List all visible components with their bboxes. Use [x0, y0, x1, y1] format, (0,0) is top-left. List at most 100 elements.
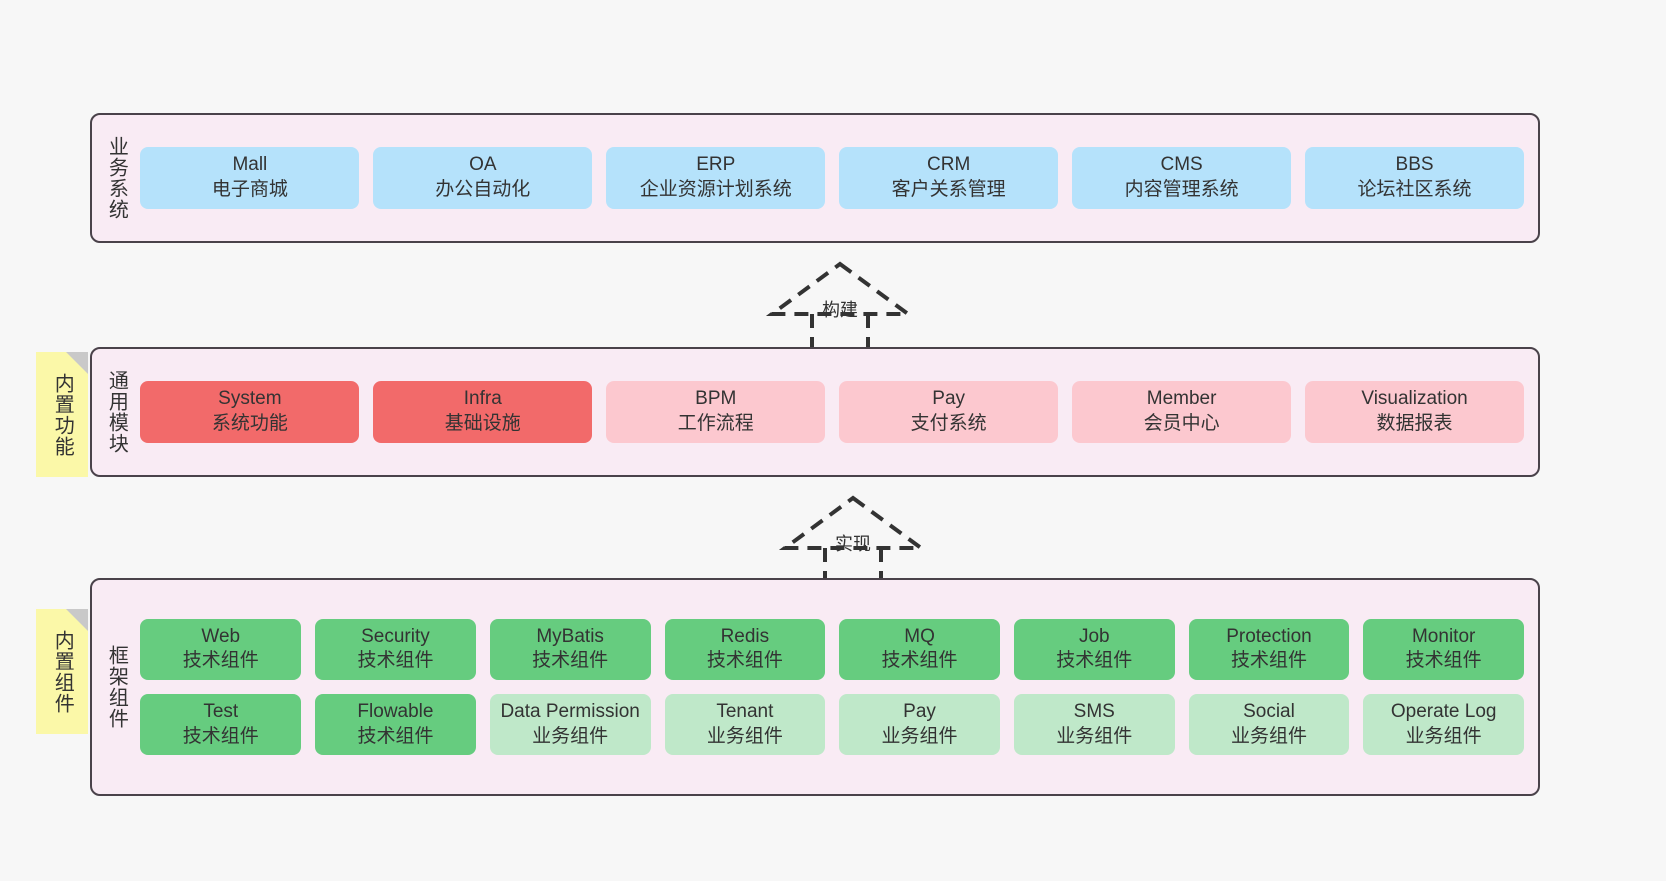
layer-business-systems: 业务系统 Mall 电子商城 OA 办公自动化 ERP 企业资源计划系统 CRM… [90, 113, 1540, 243]
node-title: Social [1243, 701, 1295, 722]
node-subtitle: 技术组件 [1405, 650, 1482, 672]
node-subtitle: 基础设施 [444, 413, 521, 434]
connector-implement-label: 实现 [835, 534, 871, 554]
node-title: BBS [1395, 154, 1434, 176]
node-subtitle: 业务组件 [532, 725, 609, 747]
node-row-technical: Web 技术组件 Security 技术组件 MyBatis 技术组件 Redi… [140, 618, 1525, 680]
node-subtitle: 数据报表 [1376, 413, 1453, 434]
node-title: Redis [720, 625, 770, 647]
node-subtitle: 技术组件 [357, 650, 434, 672]
node-title: Mall [232, 154, 268, 176]
node-row-business: Test 技术组件 Flowable 技术组件 Data Permission … [140, 694, 1525, 756]
node-title: SMS [1073, 701, 1115, 722]
sticky-note-text: 内置功能 [51, 372, 74, 457]
node-oa[interactable]: OA 办公自动化 [373, 147, 593, 209]
node-pay-component[interactable]: Pay 业务组件 [839, 694, 1000, 756]
layer-general-modules-body: System 系统功能 Infra 基础设施 BPM 工作流程 Pay 支付系统… [136, 381, 1538, 443]
node-subtitle: 内容管理系统 [1124, 179, 1239, 200]
node-subtitle: 技术组件 [532, 650, 609, 672]
node-redis[interactable]: Redis 技术组件 [664, 618, 826, 680]
node-bpm[interactable]: BPM 工作流程 [606, 381, 826, 443]
node-pay-module[interactable]: Pay 支付系统 [839, 381, 1059, 443]
node-subtitle: 办公自动化 [435, 179, 531, 200]
node-title: MyBatis [536, 625, 604, 647]
connector-build-label: 构建 [822, 300, 858, 320]
node-crm[interactable]: CRM 客户关系管理 [839, 147, 1059, 209]
node-title: Pay [932, 388, 966, 410]
node-title: MQ [904, 625, 935, 647]
node-security[interactable]: Security 技术组件 [315, 618, 476, 680]
node-subtitle: 技术组件 [182, 650, 259, 672]
layer-business-systems-label: 业务系统 [105, 136, 128, 220]
node-title: Pay [903, 701, 936, 722]
node-subtitle: 业务组件 [706, 725, 783, 747]
node-visualization[interactable]: Visualization 数据报表 [1305, 381, 1525, 443]
node-system[interactable]: System 系统功能 [140, 381, 360, 443]
node-erp[interactable]: ERP 企业资源计划系统 [606, 147, 826, 209]
node-subtitle: 会员中心 [1143, 413, 1220, 434]
node-title: Member [1146, 388, 1217, 410]
node-social[interactable]: Social 业务组件 [1188, 694, 1350, 756]
node-operate-log[interactable]: Operate Log 业务组件 [1363, 694, 1525, 756]
node-title: Security [361, 625, 430, 647]
sticky-note-text: 内置组件 [51, 629, 74, 714]
node-title: Flowable [357, 701, 434, 722]
node-subtitle: 支付系统 [910, 413, 987, 434]
node-subtitle: 企业资源计划系统 [639, 179, 792, 200]
node-monitor[interactable]: Monitor 技术组件 [1363, 618, 1525, 680]
node-title: ERP [696, 154, 736, 176]
node-web[interactable]: Web 技术组件 [140, 618, 302, 680]
node-subtitle: 技术组件 [182, 725, 259, 747]
node-job[interactable]: Job 技术组件 [1013, 618, 1175, 680]
node-subtitle: 论坛社区系统 [1357, 179, 1472, 200]
connector-build: 构建 [760, 258, 920, 354]
node-mall[interactable]: Mall 电子商城 [140, 147, 360, 209]
sticky-note-builtin-functions: 内置功能 [36, 352, 88, 477]
node-title: BPM [695, 388, 737, 410]
node-title: Protection [1226, 625, 1312, 647]
node-data-permission[interactable]: Data Permission 业务组件 [489, 694, 651, 756]
node-tenant[interactable]: Tenant 业务组件 [664, 694, 826, 756]
node-title: Monitor [1411, 625, 1476, 647]
node-mybatis[interactable]: MyBatis 技术组件 [489, 618, 651, 680]
node-infra[interactable]: Infra 基础设施 [373, 381, 593, 443]
layer-general-modules-label: 通用模块 [105, 370, 128, 454]
node-title: CRM [927, 154, 971, 176]
node-bbs[interactable]: BBS 论坛社区系统 [1305, 147, 1525, 209]
node-member[interactable]: Member 会员中心 [1072, 381, 1292, 443]
node-title: Job [1078, 625, 1110, 647]
node-subtitle: 业务组件 [1230, 725, 1307, 747]
node-title: OA [469, 154, 497, 176]
node-subtitle: 技术组件 [1056, 650, 1133, 672]
node-subtitle: 技术组件 [357, 725, 434, 747]
node-sms[interactable]: SMS 业务组件 [1013, 694, 1175, 756]
node-subtitle: 业务组件 [1405, 725, 1482, 747]
node-mq[interactable]: MQ 技术组件 [839, 618, 1000, 680]
node-subtitle: 技术组件 [706, 650, 783, 672]
node-title: Operate Log [1390, 701, 1497, 722]
node-subtitle: 业务组件 [1056, 725, 1133, 747]
layer-framework-components: 框架组件 Web 技术组件 Security 技术组件 MyBatis 技术组件… [90, 578, 1540, 796]
node-subtitle: 电子商城 [211, 179, 288, 200]
node-cms[interactable]: CMS 内容管理系统 [1072, 147, 1292, 209]
node-title: Infra [463, 388, 502, 410]
node-protection[interactable]: Protection 技术组件 [1188, 618, 1350, 680]
node-row: System 系统功能 Infra 基础设施 BPM 工作流程 Pay 支付系统… [140, 381, 1525, 443]
node-title: Tenant [716, 701, 774, 722]
node-test[interactable]: Test 技术组件 [140, 694, 302, 756]
node-flowable[interactable]: Flowable 技术组件 [315, 694, 476, 756]
layer-general-modules: 通用模块 System 系统功能 Infra 基础设施 BPM 工作流程 Pay… [90, 347, 1540, 477]
node-subtitle: 客户关系管理 [891, 179, 1006, 200]
node-row: Mall 电子商城 OA 办公自动化 ERP 企业资源计划系统 CRM 客户关系… [140, 147, 1525, 209]
node-subtitle: 技术组件 [1230, 650, 1307, 672]
layer-framework-components-body: Web 技术组件 Security 技术组件 MyBatis 技术组件 Redi… [136, 618, 1538, 756]
node-title: CMS [1160, 154, 1203, 176]
layer-framework-components-label: 框架组件 [105, 645, 128, 729]
node-title: Test [203, 701, 239, 722]
node-title: Data Permission [500, 701, 640, 722]
layer-business-systems-body: Mall 电子商城 OA 办公自动化 ERP 企业资源计划系统 CRM 客户关系… [136, 147, 1538, 209]
node-subtitle: 业务组件 [881, 725, 958, 747]
node-title: Web [201, 625, 241, 647]
node-subtitle: 工作流程 [677, 413, 754, 434]
